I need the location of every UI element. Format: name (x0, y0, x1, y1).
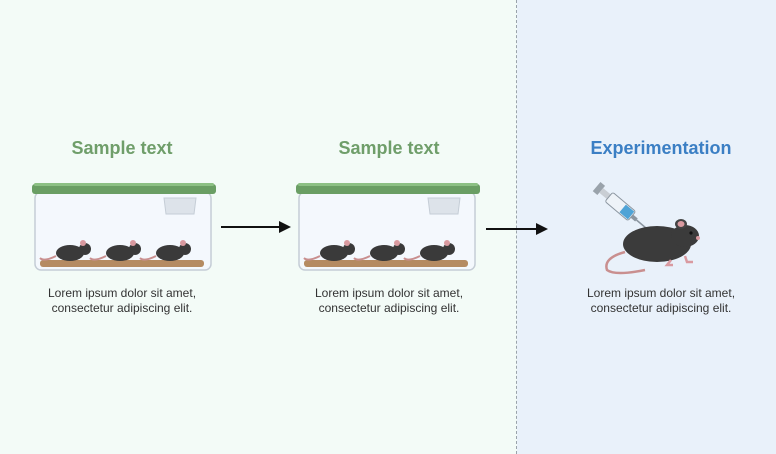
step-3-title: Experimentation (590, 138, 732, 158)
mouse-icon (605, 219, 700, 275)
mouse-icon (39, 240, 91, 261)
step-2-caption: Lorem ipsum dolor sit amet, consectetur … (279, 286, 499, 316)
mouse-injection-illustration (592, 181, 700, 275)
arrow-right-icon (486, 223, 548, 235)
caption-line: Lorem ipsum dolor sit amet, (47, 286, 197, 300)
section-divider (516, 0, 517, 454)
step-1-caption: Lorem ipsum dolor sit amet, consectetur … (12, 286, 232, 316)
step-3-caption: Lorem ipsum dolor sit amet, consectetur … (551, 286, 771, 316)
cage-icon (296, 183, 480, 271)
mouse-icon (403, 240, 455, 261)
step-2-title: Sample text (338, 138, 440, 158)
arrow-right-icon (221, 221, 291, 233)
mouse-icon (89, 240, 141, 261)
caption-line: consectetur adipiscing elit. (318, 301, 460, 315)
caption-line: Lorem ipsum dolor sit amet, (586, 286, 736, 300)
caption-line: consectetur adipiscing elit. (51, 301, 193, 315)
mouse-icon (303, 240, 355, 261)
mouse-icon (353, 240, 405, 261)
step-1-title: Sample text (71, 138, 173, 158)
cage-icon (32, 183, 216, 271)
mouse-icon (139, 240, 191, 261)
syringe-icon (592, 181, 648, 230)
caption-line: Lorem ipsum dolor sit amet, (314, 286, 464, 300)
caption-line: consectetur adipiscing elit. (590, 301, 732, 315)
